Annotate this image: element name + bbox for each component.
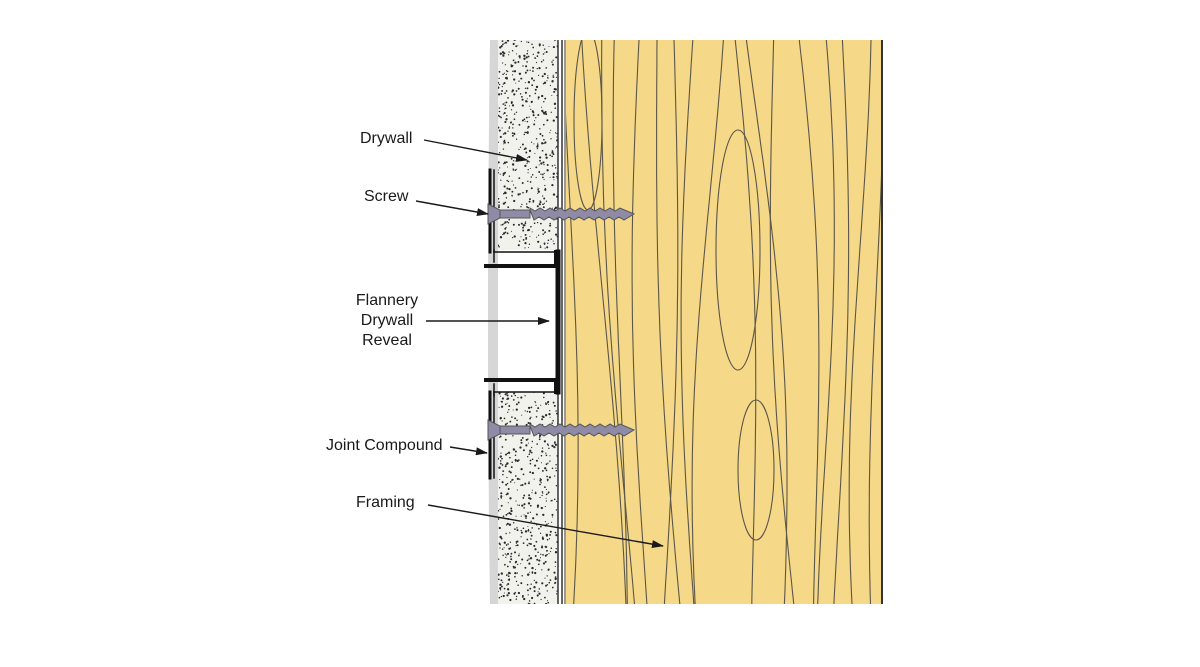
screw-leader-arrow	[415, 200, 489, 216]
drywall-leader-arrow	[423, 139, 528, 162]
drywall-bottom-panel	[498, 392, 558, 604]
joint-compound-label: Joint Compound	[326, 437, 443, 454]
screw-top	[487, 203, 636, 225]
joint-compound-layer	[488, 40, 498, 604]
wood-grain	[566, 40, 882, 604]
reveal-label-line-2: Drywall	[360, 312, 414, 329]
reveal-label-line-3: Reveal	[362, 332, 412, 349]
screw-bottom	[487, 419, 636, 441]
screw-label: Screw	[364, 188, 409, 205]
drywall-label: Drywall	[360, 130, 413, 147]
flannery-drywall-reveal-label: Flannery Drywall Reveal	[346, 291, 428, 351]
framing	[566, 40, 883, 604]
reveal-label-line-1: Flannery	[355, 292, 419, 309]
framing-label: Framing	[356, 494, 415, 511]
joint-compound-leader-arrow	[449, 446, 488, 456]
framing-leader-arrow	[427, 504, 664, 549]
